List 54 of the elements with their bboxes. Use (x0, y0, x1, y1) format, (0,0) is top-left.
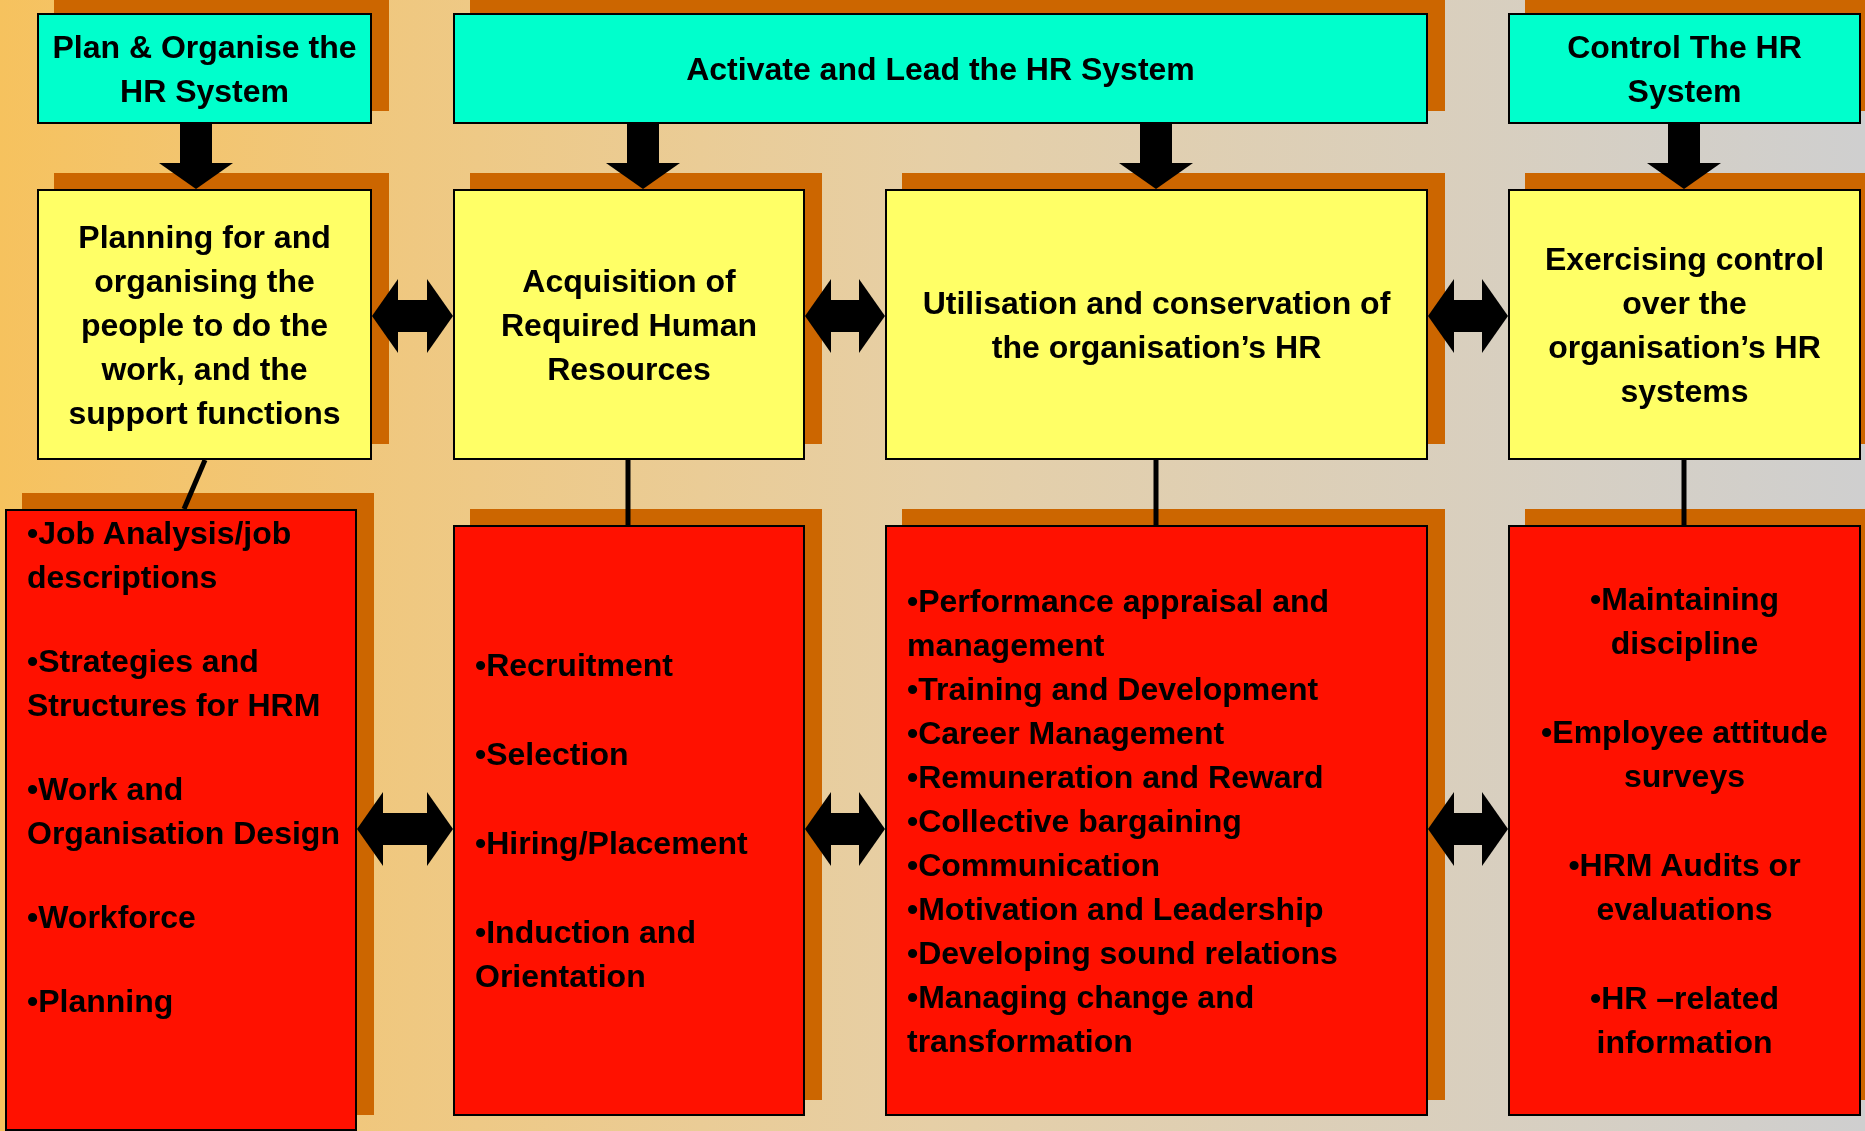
block-arrow (372, 279, 453, 353)
block-arrow (606, 124, 680, 189)
list-item: •Selection (475, 735, 629, 774)
block-arrow (159, 124, 233, 189)
heading-box (37, 13, 372, 124)
list-item: •Performance appraisal and management (907, 581, 1331, 665)
box-title: Plan & Organise the HR System (51, 27, 358, 111)
activity-list-box (453, 525, 805, 1116)
block-arrow (1119, 124, 1193, 189)
activity-list-box (5, 509, 357, 1131)
list-item: •Maintaining discipline (1589, 580, 1780, 663)
activity-list-box (885, 525, 1428, 1116)
list-item: •Work and Organisation Design (27, 770, 341, 853)
list-item: •HRM Audits or evaluations (1567, 846, 1802, 929)
block-arrow (1428, 279, 1508, 353)
list-item: •Employee attitude surveys (1540, 713, 1829, 796)
list-item: •Planning (27, 982, 174, 1021)
block-arrow (357, 792, 453, 866)
list-item: •Induction and Orientation (475, 913, 697, 996)
list-item: •Communication (907, 845, 1160, 885)
list-item: •Motivation and Leadership (907, 889, 1324, 929)
list-item: •Managing change and transformation (907, 977, 1256, 1061)
block-arrow (1428, 792, 1508, 866)
box-title: Exercising control over the organisation’s HR systems (1543, 239, 1826, 411)
connector-line (625, 460, 631, 525)
list-item: •Workforce (27, 898, 196, 937)
box-title: Activate and Lead the HR System (686, 49, 1195, 89)
list-item: •Recruitment (475, 646, 673, 685)
function-box (1508, 189, 1861, 460)
heading-box (453, 13, 1428, 124)
function-box (453, 189, 805, 460)
connector-line (1153, 460, 1159, 525)
list-item: •Hiring/Placement (475, 824, 748, 863)
list-item: •Strategies and Structures for HRM (27, 642, 322, 725)
list-item: •Job Analysis/job descriptions (27, 514, 293, 597)
block-arrow (805, 792, 885, 866)
activity-list-box (1508, 525, 1861, 1116)
connector-line (181, 459, 208, 510)
heading-box (1508, 13, 1861, 124)
list-item: •Collective bargaining (907, 801, 1242, 841)
list-item: •Training and Development (907, 669, 1319, 709)
block-arrow (1647, 124, 1721, 189)
list-item: •Developing sound relations (907, 933, 1338, 973)
function-box (37, 189, 372, 460)
list-item: •Remuneration and Reward (907, 757, 1324, 797)
list-item: •HR –related information (1588, 979, 1780, 1062)
box-title: Acquisition of Required Human Resources (500, 261, 758, 389)
box-title: Control The HR System (1566, 27, 1803, 111)
function-box (885, 189, 1428, 460)
box-title: Utilisation and conservation of the organisation’s HR (921, 283, 1392, 367)
box-title: Planning for and organising the people to do the work, and the support functions (67, 217, 342, 433)
list-item: •Career Management (907, 713, 1225, 753)
connector-line (1681, 460, 1687, 525)
block-arrow (805, 279, 885, 353)
